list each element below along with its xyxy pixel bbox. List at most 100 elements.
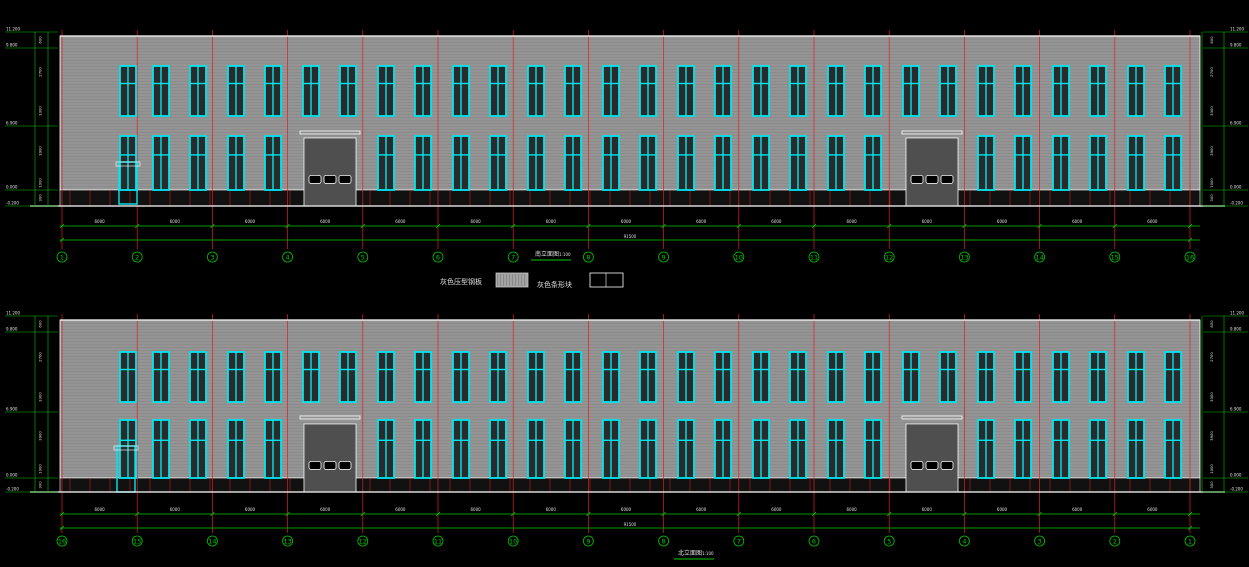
total-dimension-label: 91500 (624, 522, 637, 527)
level-label: -0.200 (1230, 201, 1243, 206)
span-dimension-label: 6000 (696, 507, 707, 512)
axis-bubble (432, 251, 444, 263)
door-vision-panel (940, 174, 954, 184)
legend-swatch-block (589, 272, 624, 288)
span-dimension-label: 6000 (546, 219, 557, 224)
dimension-tick (1112, 511, 1118, 517)
axis-bubble (733, 535, 745, 547)
axis-bubble (658, 535, 669, 547)
axis-bubble (131, 535, 143, 547)
level-label: 11.200 (6, 311, 20, 316)
level-label: 11.200 (1230, 27, 1244, 32)
axis-label: 10 (509, 538, 517, 546)
axis-label: 12 (885, 254, 893, 262)
dimension-tick (886, 511, 892, 517)
height-dimension-label: 1000 (1209, 464, 1214, 474)
dimension-tick (1187, 237, 1193, 243)
span-dimension-label: 6000 (997, 219, 1008, 224)
span-dimension-label: 6000 (1072, 507, 1083, 512)
axis-bubble (1184, 535, 1196, 547)
dimension-tick (1187, 223, 1193, 229)
dimension-tick (586, 511, 591, 517)
level-label: 0.000 (1230, 473, 1242, 478)
dimension-tick (285, 223, 290, 229)
axis-bubble (56, 535, 68, 547)
span-dimension-label: 6000 (1072, 219, 1083, 224)
axis-bubble (658, 251, 669, 263)
door-vision-panel (925, 174, 939, 184)
level-label: 9.800 (6, 43, 18, 48)
door-canopy (901, 415, 963, 420)
legend-label-metal-panel: 灰色压型钢板 (440, 277, 482, 286)
span-dimension-label: 6000 (997, 507, 1008, 512)
total-dimension-label: 91500 (624, 234, 637, 239)
dimension-tick (435, 511, 441, 517)
axis-bubble (1109, 535, 1121, 547)
axis-bubble (808, 535, 820, 547)
drawing-title: 南立面图 (535, 250, 559, 258)
height-dimension-label: 3900 (38, 431, 43, 441)
span-dimension-label: 6000 (1147, 219, 1158, 224)
dimension-tick (59, 223, 65, 229)
door-vision-panel (338, 174, 352, 184)
span-dimension-label: 6000 (922, 219, 933, 224)
axis-bubble (583, 251, 594, 263)
axis-label: 11 (810, 254, 818, 262)
span-dimension-label: 6000 (771, 507, 782, 512)
axis-label: 13 (960, 254, 968, 262)
span-dimension-label: 6000 (95, 507, 106, 512)
dimension-tick (736, 223, 742, 229)
span-dimension-label: 6000 (95, 219, 106, 224)
span-dimension-label: 6000 (546, 507, 557, 512)
axis-bubble (357, 535, 369, 547)
door-vision-panel (910, 174, 924, 184)
dimension-tick (510, 511, 516, 517)
door-vision-panel (308, 460, 322, 470)
axis-label: 7 (737, 538, 741, 546)
material-legend: 灰色压型钢板 灰色条形块 (440, 272, 624, 289)
level-label: 9.800 (1230, 43, 1242, 48)
axis-bubble (56, 251, 68, 263)
axis-bubble (808, 251, 820, 263)
axis-bubble (432, 535, 444, 547)
axis-label: 16 (58, 538, 66, 546)
door-canopy (901, 130, 963, 135)
span-dimension-label: 6000 (621, 507, 632, 512)
dimension-tick (962, 223, 967, 229)
axis-label: 14 (208, 538, 216, 546)
span-dimension-label: 6000 (395, 219, 406, 224)
legend-label-block: 灰色条形块 (537, 280, 572, 289)
dimension-tick (811, 511, 817, 517)
dimension-tick (661, 511, 666, 517)
axis-bubble (206, 535, 218, 547)
axis-label: 4 (286, 254, 290, 262)
door-vision-panel (940, 460, 954, 470)
axis-bubble (883, 251, 895, 263)
door-vision-panel (338, 460, 352, 470)
door-vision-panel (910, 460, 924, 470)
axis-label: 10 (735, 254, 743, 262)
level-label: 9.800 (6, 327, 18, 332)
axis-bubble (357, 251, 369, 263)
dimension-tick (510, 223, 516, 229)
height-dimension-label: 1000 (38, 464, 43, 474)
height-dimension-label: 2700 (1209, 67, 1214, 77)
axis-label: 9 (662, 254, 666, 262)
axis-label: 15 (133, 538, 141, 546)
door-canopy (299, 130, 361, 135)
axis-label: 6 (812, 538, 816, 546)
span-dimension-label: 6000 (245, 507, 256, 512)
axis-label: 5 (361, 254, 365, 262)
dimension-tick (59, 237, 65, 243)
axis-label: 6 (436, 254, 440, 262)
span-dimension-label: 6000 (471, 219, 482, 224)
axis-label: 8 (662, 538, 666, 546)
height-dimension-label: 300 (38, 194, 43, 202)
span-dimension-label: 6000 (320, 507, 331, 512)
axis-bubble (282, 251, 294, 263)
axis-bubble (733, 251, 745, 263)
dimension-tick (210, 511, 215, 517)
level-label: -0.200 (1230, 487, 1243, 492)
